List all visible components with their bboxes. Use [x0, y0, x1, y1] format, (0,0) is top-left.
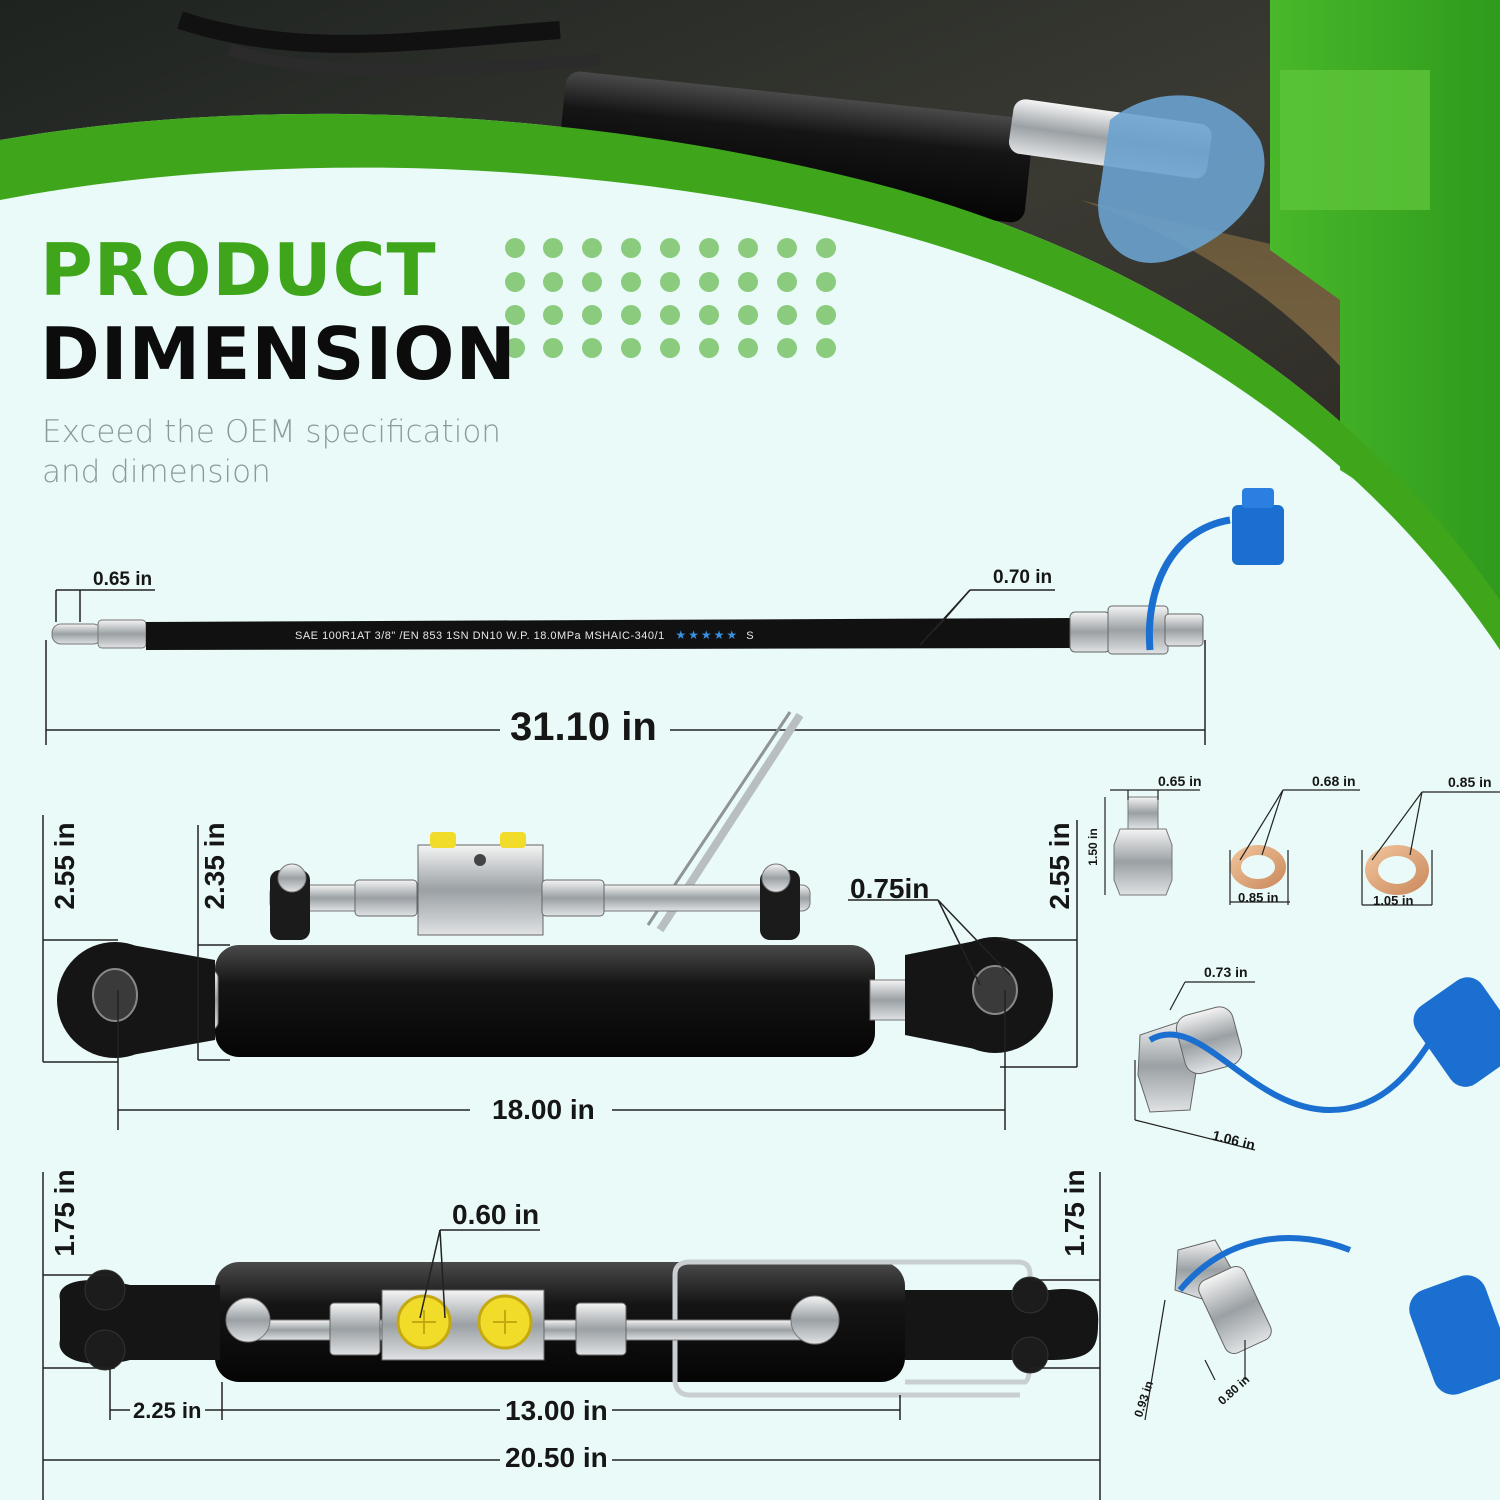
coupler-female-top-label: 0.73 in [1204, 964, 1248, 980]
hose-print-stars: ★★★★★ [675, 628, 740, 642]
top-left-height-label: 1.75 in [49, 1169, 80, 1257]
top-link-top-view [59, 1259, 1099, 1398]
hydraulic-hose [51, 488, 1284, 655]
top-overall-length-label: 20.50 in [505, 1442, 608, 1473]
side-left-height-label: 2.55 in [49, 822, 80, 910]
top-eye-offset-label: 2.25 in [133, 1398, 202, 1423]
top-view-dimension-lines [42, 1172, 1101, 1500]
top-link-side-view [57, 711, 1053, 1058]
side-pin-hole-label: 0.75in [850, 873, 930, 904]
side-pin-to-pin-label: 18.00 in [492, 1094, 595, 1125]
hose-print-suffix: S [746, 630, 755, 642]
hose-end-width-label: 0.65 in [93, 569, 153, 590]
adapter-fitting [1104, 789, 1200, 896]
copper-washer-large [1361, 791, 1500, 906]
washer-large-outer-label: 0.85 in [1448, 774, 1492, 790]
side-view-dimension-lines [42, 815, 1078, 1130]
subtitle: Exceed the OEM specification and dimensi… [42, 414, 501, 490]
copper-washer-small [1229, 789, 1360, 905]
washer-small-bottom-label: 0.85 in [1238, 890, 1279, 905]
top-port-label: 0.60 in [452, 1199, 540, 1230]
top-right-height-label: 1.75 in [1059, 1169, 1090, 1257]
heading-line-1: PRODUCT [40, 228, 437, 312]
washer-small-outer-label: 0.68 in [1312, 773, 1356, 789]
side-right-height-label: 2.55 in [1044, 822, 1075, 910]
hose-diameter-label: 0.70 in [993, 567, 1053, 588]
adapter-top-label: 0.65 in [1158, 773, 1202, 789]
hose-print-text: SAE 100R1AT 3/8" /EN 853 1SN DN10 W.P. 1… [295, 630, 665, 642]
female-quick-coupler [1134, 977, 1500, 1151]
male-quick-coupler [1144, 1235, 1500, 1421]
washer-large-bottom-label: 1.05 in [1373, 893, 1414, 908]
side-barrel-height-label: 2.35 in [199, 822, 230, 910]
adapter-length-label: 1.50 in [1086, 828, 1100, 866]
top-stroke-span-label: 13.00 in [505, 1395, 608, 1426]
hose-length-label: 31.10 in [510, 705, 657, 749]
dot-pattern [505, 238, 836, 358]
heading-line-2: DIMENSION [40, 312, 517, 396]
hose-dimension-lines [45, 589, 1206, 745]
hose-print: SAE 100R1AT 3/8" /EN 853 1SN DN10 W.P. 1… [295, 628, 754, 642]
